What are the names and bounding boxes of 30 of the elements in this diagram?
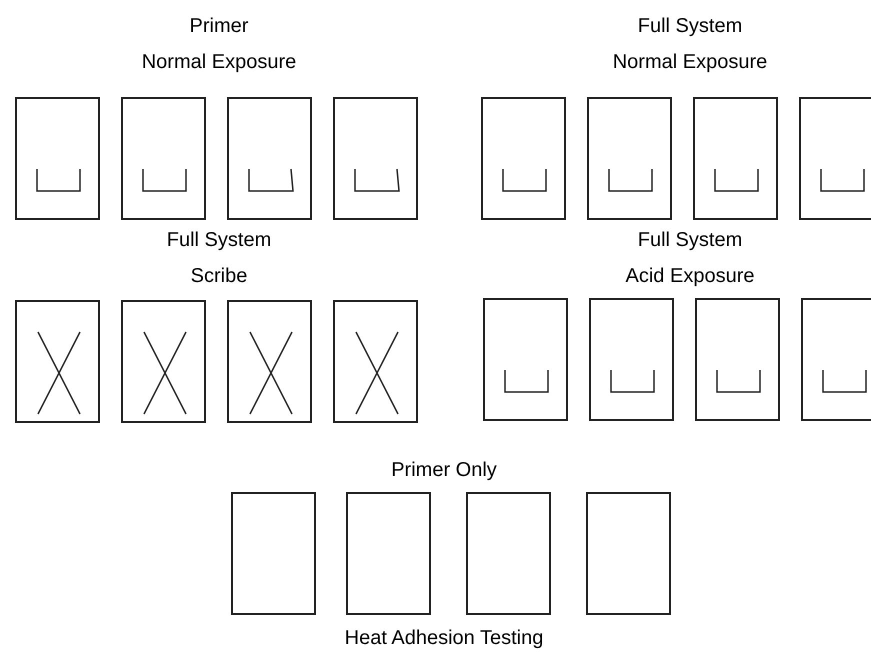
- group-title: Primer: [190, 14, 248, 38]
- test-panel: [15, 97, 100, 220]
- test-panel: [481, 97, 566, 220]
- test-panel: [483, 298, 568, 421]
- group-title: Normal Exposure: [142, 50, 296, 74]
- test-panel: [227, 300, 312, 423]
- test-panel: [227, 97, 312, 220]
- group-title: Full System: [638, 14, 742, 38]
- test-panel: [333, 97, 418, 220]
- group-title: Scribe: [190, 264, 248, 288]
- test-panel: [15, 300, 100, 423]
- group-title: Primer Only: [391, 458, 497, 482]
- test-panel: [801, 298, 871, 421]
- test-panel: [693, 97, 778, 220]
- test-panel: [589, 298, 674, 421]
- group-title: Full System: [638, 228, 742, 252]
- group-title: Normal Exposure: [612, 50, 768, 74]
- group-title: Acid Exposure: [626, 264, 754, 288]
- test-panel: [346, 492, 431, 615]
- test-panel: [333, 300, 418, 423]
- test-panel: [799, 97, 871, 220]
- test-panel: [586, 492, 671, 615]
- test-panel: [695, 298, 780, 421]
- test-panel: [587, 97, 672, 220]
- test-panel: [231, 492, 316, 615]
- group-title: Heat Adhesion Testing: [344, 626, 544, 650]
- group-title: Full System: [166, 228, 272, 252]
- test-panel: [121, 300, 206, 423]
- test-panel: [121, 97, 206, 220]
- test-panel: [466, 492, 551, 615]
